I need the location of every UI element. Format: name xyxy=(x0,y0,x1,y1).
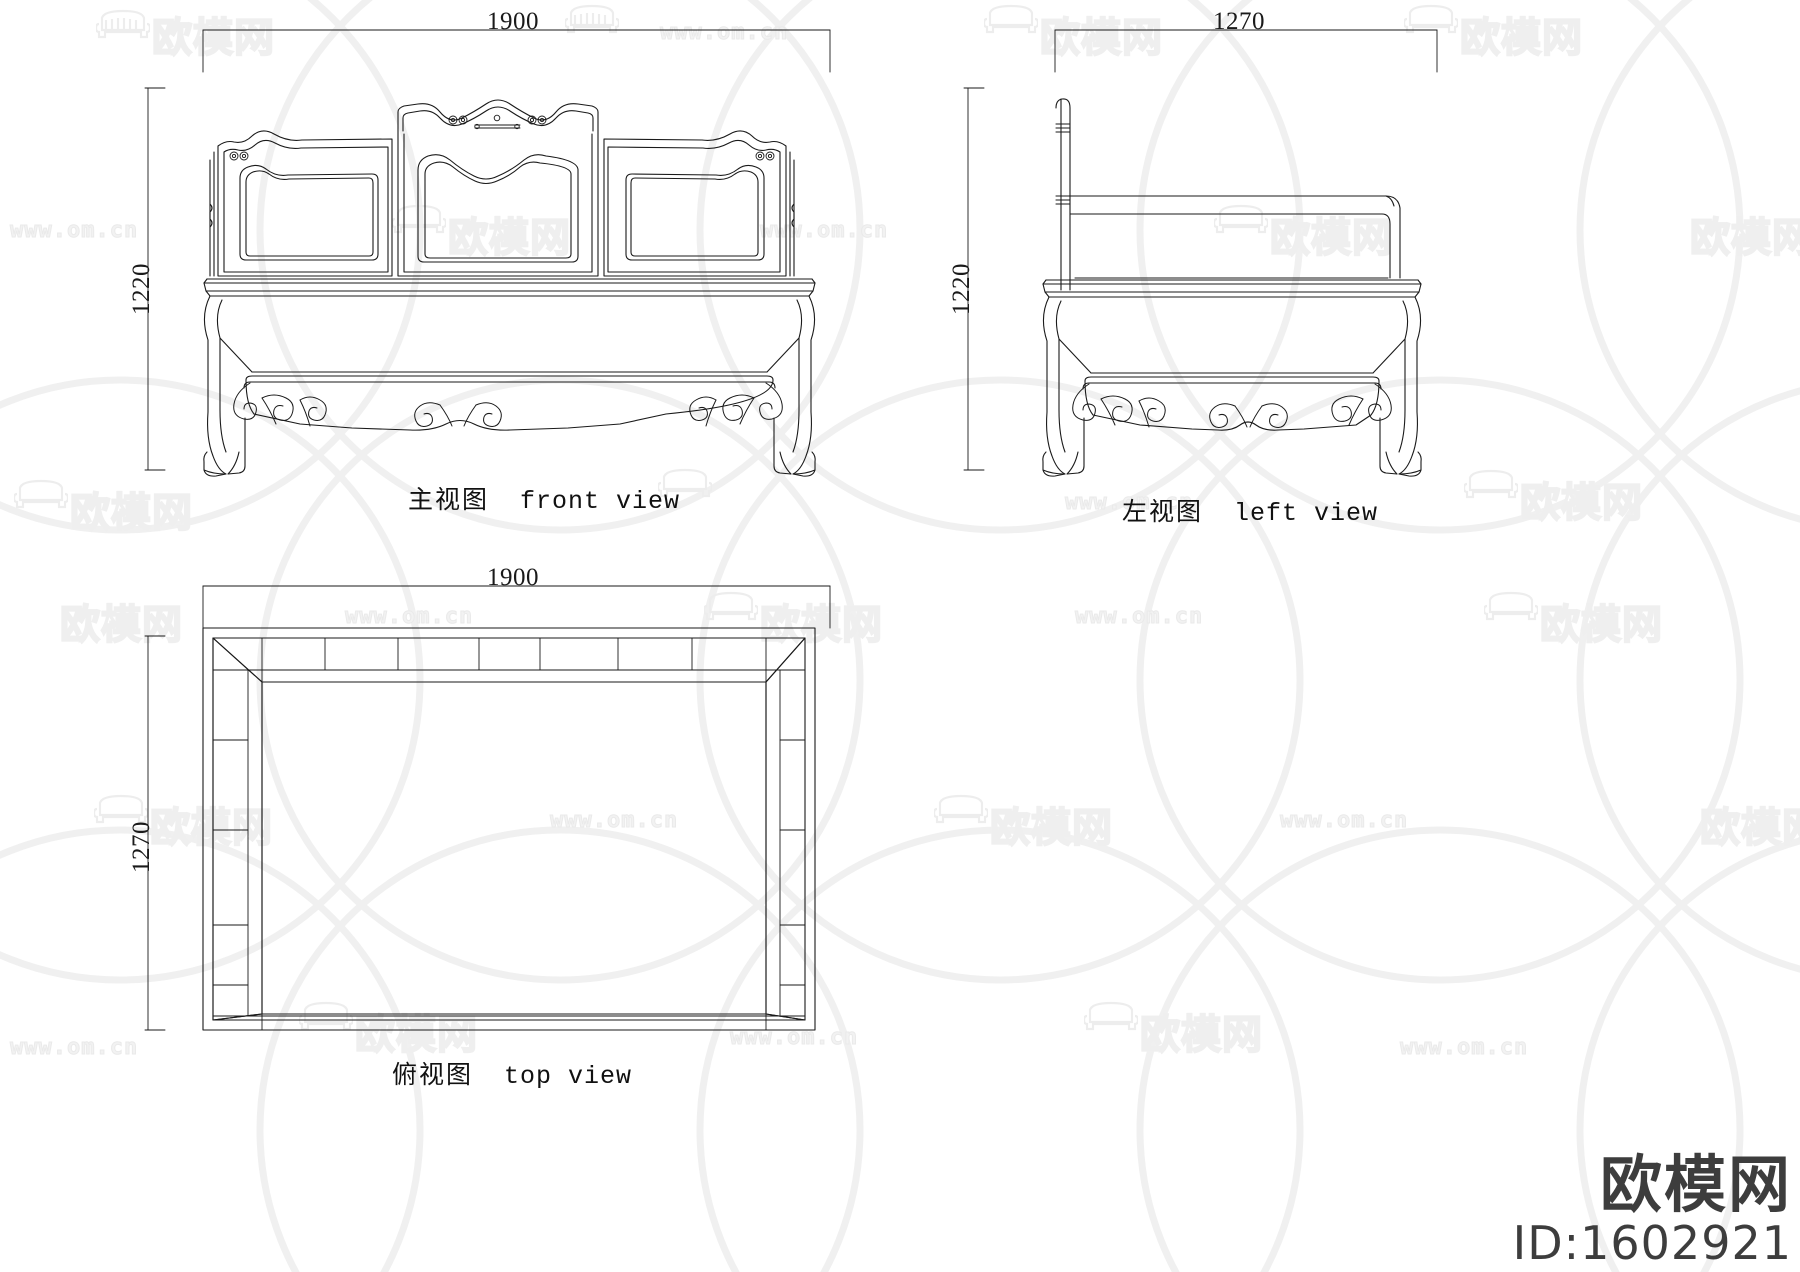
top-view-caption: 俯视图 top view xyxy=(392,1055,632,1091)
top-front-rail-divisions xyxy=(212,1013,806,1031)
watermark-text-cn: 欧模网 xyxy=(59,601,183,649)
watermark-text-url: www.om.cn xyxy=(1399,1035,1529,1061)
top-view-caption-en: top view xyxy=(504,1062,633,1091)
front-view-geometry xyxy=(144,29,831,477)
top-depth-dimension-text: 1270 xyxy=(128,821,155,873)
front-height-dimension-text: 1220 xyxy=(128,263,155,315)
sofa-icon xyxy=(297,1000,355,1034)
front-width-dimension-text: 1900 xyxy=(487,8,539,35)
watermark-text-url: www.om.cn xyxy=(1064,490,1194,516)
top-view-geometry xyxy=(144,585,831,1031)
sofa-icon xyxy=(12,478,70,512)
watermark-text-cn: 欧模网 xyxy=(1519,479,1643,527)
top-width-dimension xyxy=(202,585,831,629)
watermark-text-cn: 欧模网 xyxy=(989,804,1113,852)
left-width-dimension-text: 1270 xyxy=(1213,8,1265,35)
sofa-icon xyxy=(982,3,1040,37)
sofa-icon xyxy=(1082,1000,1140,1034)
watermark-text-url: www.om.cn xyxy=(1074,604,1204,630)
watermark-text-cn: 欧模网 xyxy=(69,489,193,537)
sofa-icon xyxy=(1402,3,1460,37)
sofa-icon xyxy=(932,793,990,827)
sofa-icon xyxy=(1462,468,1520,502)
top-side-divisions xyxy=(212,669,806,1017)
left-view-caption-cn: 左视图 xyxy=(1122,497,1204,526)
front-view-caption-cn: 主视图 xyxy=(408,485,490,514)
brand-name-cn: 欧模网 xyxy=(1599,1148,1792,1221)
top-view-caption-cn: 俯视图 xyxy=(392,1060,474,1089)
watermark-text-cn: 欧模网 xyxy=(1699,804,1800,852)
top-depth-dimension xyxy=(144,635,166,1031)
watermark-text-cn: 欧模网 xyxy=(759,601,883,649)
crest-rosettes xyxy=(448,114,547,130)
watermark-text-cn: 欧模网 xyxy=(354,1011,478,1059)
left-height-dimension xyxy=(963,87,985,471)
front-dim-extension xyxy=(144,87,166,471)
sofa-icon xyxy=(1212,203,1270,237)
sofa-icon xyxy=(563,3,621,37)
watermark-text-url: www.om.cn xyxy=(344,604,474,630)
watermark-text-url: www.om.cn xyxy=(729,1025,859,1051)
side-apron-scrollwork xyxy=(1072,383,1392,428)
right-panel-rosette xyxy=(755,151,775,161)
watermark-text-cn: 欧模网 xyxy=(149,804,273,852)
watermark-text-url: www.om.cn xyxy=(9,1035,139,1061)
front-width-dimension xyxy=(202,29,831,73)
front-view-caption-en: front view xyxy=(520,487,681,516)
left-view-caption: 左视图 left view xyxy=(1122,492,1378,528)
watermark-text-cn: 欧模网 xyxy=(1039,14,1163,62)
left-view-caption-en: left view xyxy=(1234,499,1379,528)
front-view-caption: 主视图 front view xyxy=(408,480,680,516)
left-width-dimension xyxy=(1054,29,1438,73)
watermark-text-cn: 欧模网 xyxy=(1459,14,1583,62)
watermark-text-url: www.om.cn xyxy=(1279,808,1409,834)
sofa-icon xyxy=(656,467,714,501)
left-height-dimension-text: 1220 xyxy=(948,263,975,315)
watermark-text-cn: 欧模网 xyxy=(1539,601,1663,649)
sofa-icon xyxy=(94,8,152,42)
watermark-text-cn: 欧模网 xyxy=(1689,214,1800,262)
watermark-text-cn: 欧模网 xyxy=(447,214,571,262)
left-view-geometry xyxy=(963,29,1438,477)
watermark-text-cn: 欧模网 xyxy=(1139,1011,1263,1059)
watermark-text-url: www.om.cn xyxy=(549,808,679,834)
watermark-text-url: www.om.cn xyxy=(759,218,889,244)
brand-block: 欧模网 ID:1602921 xyxy=(1512,1148,1792,1270)
top-rail-divisions xyxy=(212,637,806,683)
watermark-text-cn: 欧模网 xyxy=(1269,214,1393,262)
sofa-icon xyxy=(1482,590,1540,624)
watermark-text-cn: 欧模网 xyxy=(151,14,275,62)
left-panel-rosette xyxy=(229,151,249,161)
brand-model-id: ID:1602921 xyxy=(1512,1216,1792,1270)
apron-scrollwork xyxy=(233,382,783,427)
sofa-icon xyxy=(702,590,760,624)
watermark-text-url: www.om.cn xyxy=(659,20,789,46)
top-width-dimension-text: 1900 xyxy=(487,564,539,591)
watermark-text-url: www.om.cn xyxy=(9,218,139,244)
